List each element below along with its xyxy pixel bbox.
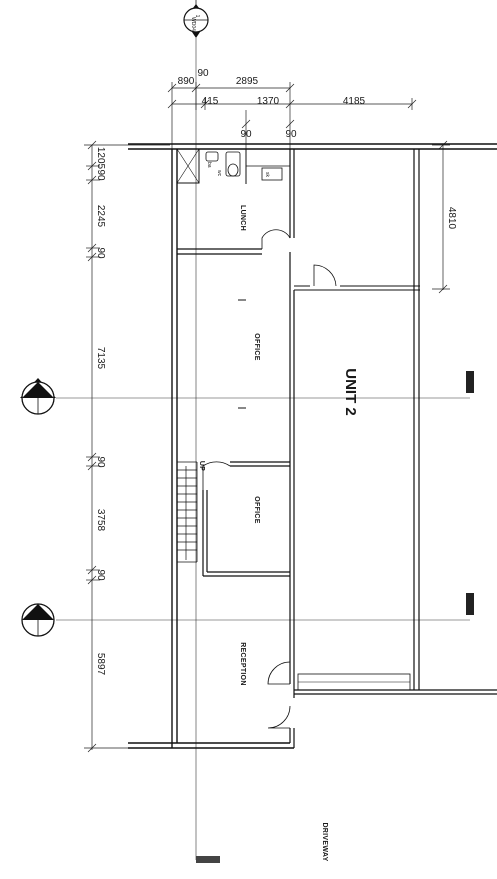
room-label-office-lower: OFFICE [253, 496, 260, 523]
dim-90-3: 90 [95, 456, 106, 468]
dim-5897: 5897 [95, 653, 106, 676]
room-label-reception: RECEPTION [239, 642, 246, 686]
section-cut-bottom [196, 856, 220, 863]
dim-4810: 4810 [446, 207, 457, 230]
top-dimension-chain [167, 82, 417, 150]
section-marker-upper [20, 371, 474, 415]
right-dimension [432, 140, 450, 294]
section-marker-top: 1 WD04 [183, 0, 209, 860]
dim-1205: 1205 [95, 147, 106, 170]
unit-label: UNIT 2 [342, 368, 359, 416]
fixture-basin: ba [206, 162, 212, 168]
dim-1370: 1370 [257, 96, 280, 107]
dim-90-4: 90 [95, 569, 106, 581]
doors [202, 229, 337, 729]
room-label-office-upper: OFFICE [253, 333, 260, 360]
dim-90-b: 90 [285, 129, 297, 140]
section-marker-lower [21, 593, 474, 637]
stair [177, 466, 197, 560]
fixture-wc: wc [216, 170, 222, 177]
fixture-sink: sk [264, 172, 270, 178]
dim-890: 890 [178, 76, 195, 87]
walls [128, 143, 497, 749]
dim-4185: 4185 [343, 96, 366, 107]
stair-up-label: UP [198, 461, 205, 471]
dim-90-top: 90 [197, 68, 209, 79]
section-sheet: WD04 [190, 17, 196, 31]
room-label-lunch: LUNCH [239, 205, 246, 231]
dim-2895: 2895 [236, 76, 259, 87]
dim-3758: 3758 [95, 509, 106, 532]
dim-90-2: 90 [95, 247, 106, 259]
dim-90-a: 90 [240, 129, 252, 140]
dim-7135: 7135 [95, 347, 106, 370]
left-dimension-chain [84, 140, 170, 753]
dim-2245: 2245 [95, 205, 106, 228]
dim-415: 415 [202, 96, 219, 107]
driveway-label: DRIVEWAY [321, 822, 328, 861]
fixtures [205, 151, 283, 181]
dim-90-1: 90 [95, 169, 106, 181]
section-number: 1 [194, 15, 200, 18]
